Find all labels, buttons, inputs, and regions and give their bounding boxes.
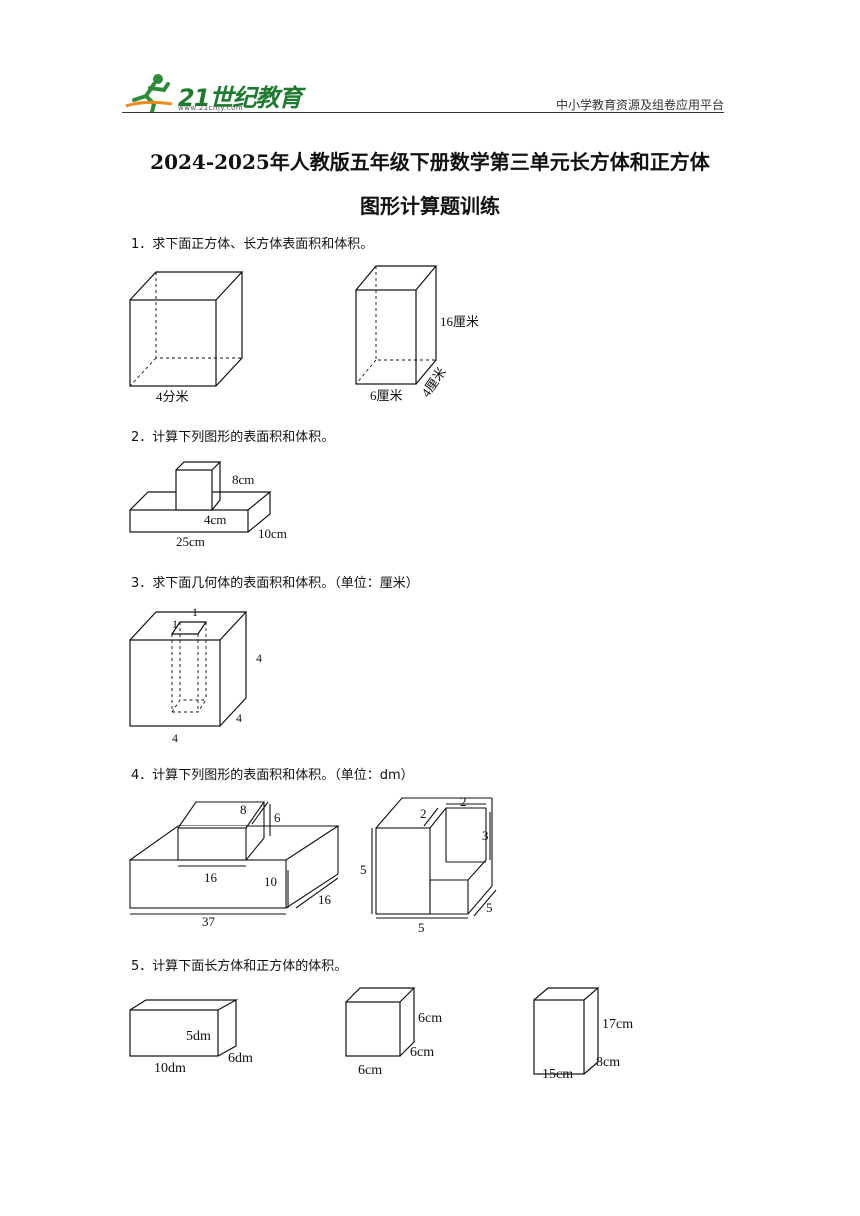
q5-b-depth-label: 6cm <box>410 1045 434 1060</box>
q3-depth-label: 4 <box>236 711 242 725</box>
logo-icon <box>125 74 173 112</box>
question-3-figure: 1 1 4 4 4 <box>129 605 262 745</box>
q5-b-width-label: 6cm <box>358 1063 382 1078</box>
q3-hole-a-label: 1 <box>172 617 178 631</box>
q4-b-depth-label: 5 <box>486 900 493 915</box>
q1-length-label: 6厘米 <box>370 388 403 403</box>
question-2-text: 2．计算下列图形的表面积和体积。 <box>131 430 335 445</box>
question-5-text: 5．计算下面长方体和正方体的体积。 <box>131 959 348 974</box>
q4-a-top-width-label: 16 <box>204 870 218 885</box>
q4-b-top-width-label: 2 <box>460 794 467 809</box>
q5-c-width-label: 15cm <box>542 1067 573 1082</box>
q4-a-top-height-label: 6 <box>274 810 281 825</box>
question-1-text: 1．求下面正方体、长方体表面积和体积。 <box>131 237 374 252</box>
q4-a-base-width-label: 37 <box>202 914 216 929</box>
q4-a-base-depth-label: 16 <box>318 892 332 907</box>
platform-label: 中小学教育资源及组卷应用平台 <box>555 98 724 112</box>
q5-b-height-label: 6cm <box>418 1011 442 1026</box>
q4-b-top-depth-label: 2 <box>420 806 427 821</box>
q3-hole-b-label: 1 <box>192 605 198 619</box>
question-3-text: 3．求下面几何体的表面积和体积。（单位：厘米） <box>131 576 419 591</box>
q5-c-height-label: 17cm <box>602 1017 633 1032</box>
question-4-figures: 8 6 16 10 37 16 2 2 3 5 5 5 <box>129 794 497 935</box>
question-1-figures: 4分米 6厘米 16厘米 4厘米 <box>129 265 479 404</box>
q1-cube-label: 4分米 <box>156 389 189 404</box>
q2-depth-label: 10cm <box>258 526 287 541</box>
q4-b-height-label: 5 <box>360 862 367 877</box>
q2-base-label: 25cm <box>176 534 205 549</box>
q5-a-width-label: 10dm <box>154 1061 186 1076</box>
q4-b-width-label: 5 <box>418 920 425 935</box>
q4-a-base-height-label: 10 <box>264 874 277 889</box>
q2-top-label: 8cm <box>232 472 254 487</box>
q3-height-label: 4 <box>256 651 262 665</box>
q1-width-label: 4厘米 <box>418 364 449 399</box>
logo-url: www.21cnjy.com <box>178 104 244 112</box>
q2-mid-label: 4cm <box>204 512 226 527</box>
page-title-line2: 图形计算题训练 <box>360 194 500 218</box>
question-5-figures: 5dm 10dm 6dm 6cm 6cm 6cm 17cm 8cm 15cm <box>129 987 633 1082</box>
question-4-text: 4．计算下列图形的表面积和体积。（单位：dm） <box>131 768 414 783</box>
q1-height-label: 16厘米 <box>440 314 479 329</box>
q5-a-depth-label: 6dm <box>228 1051 253 1066</box>
page-title-line1: 2024-2025年人教版五年级下册数学第三单元长方体和正方体 <box>150 150 710 174</box>
header-divider <box>122 112 724 113</box>
question-2-figure: 8cm 4cm 25cm 10cm <box>129 461 287 549</box>
logo-text: 21世纪教育 <box>178 84 302 112</box>
q3-width-label: 4 <box>172 731 178 745</box>
q5-c-depth-label: 8cm <box>596 1055 620 1070</box>
q4-a-top-depth-label: 8 <box>240 802 247 817</box>
q4-b-top-height-label: 3 <box>482 828 489 843</box>
q5-a-height-label: 5dm <box>186 1029 211 1044</box>
